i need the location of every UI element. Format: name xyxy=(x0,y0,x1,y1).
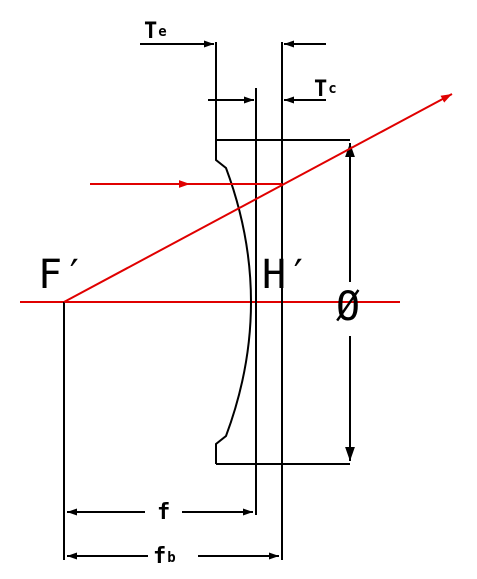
fb-label-main: f xyxy=(153,544,166,569)
diverging-ray xyxy=(63,93,453,303)
f-label: f xyxy=(157,500,170,525)
fb-label: fb xyxy=(153,544,176,569)
te-label: Te xyxy=(144,19,167,44)
diameter-label: Ø xyxy=(336,284,360,330)
tc-label: Tc xyxy=(314,77,337,102)
tc-label-main: T xyxy=(314,77,327,102)
tc-label-sub: c xyxy=(328,81,336,97)
te-label-sub: e xyxy=(158,24,166,40)
fb-label-sub: b xyxy=(167,550,175,566)
principal-plane-label: H′ xyxy=(262,252,310,298)
focal-point-label: F′ xyxy=(38,252,86,298)
te-label-main: T xyxy=(144,19,157,44)
